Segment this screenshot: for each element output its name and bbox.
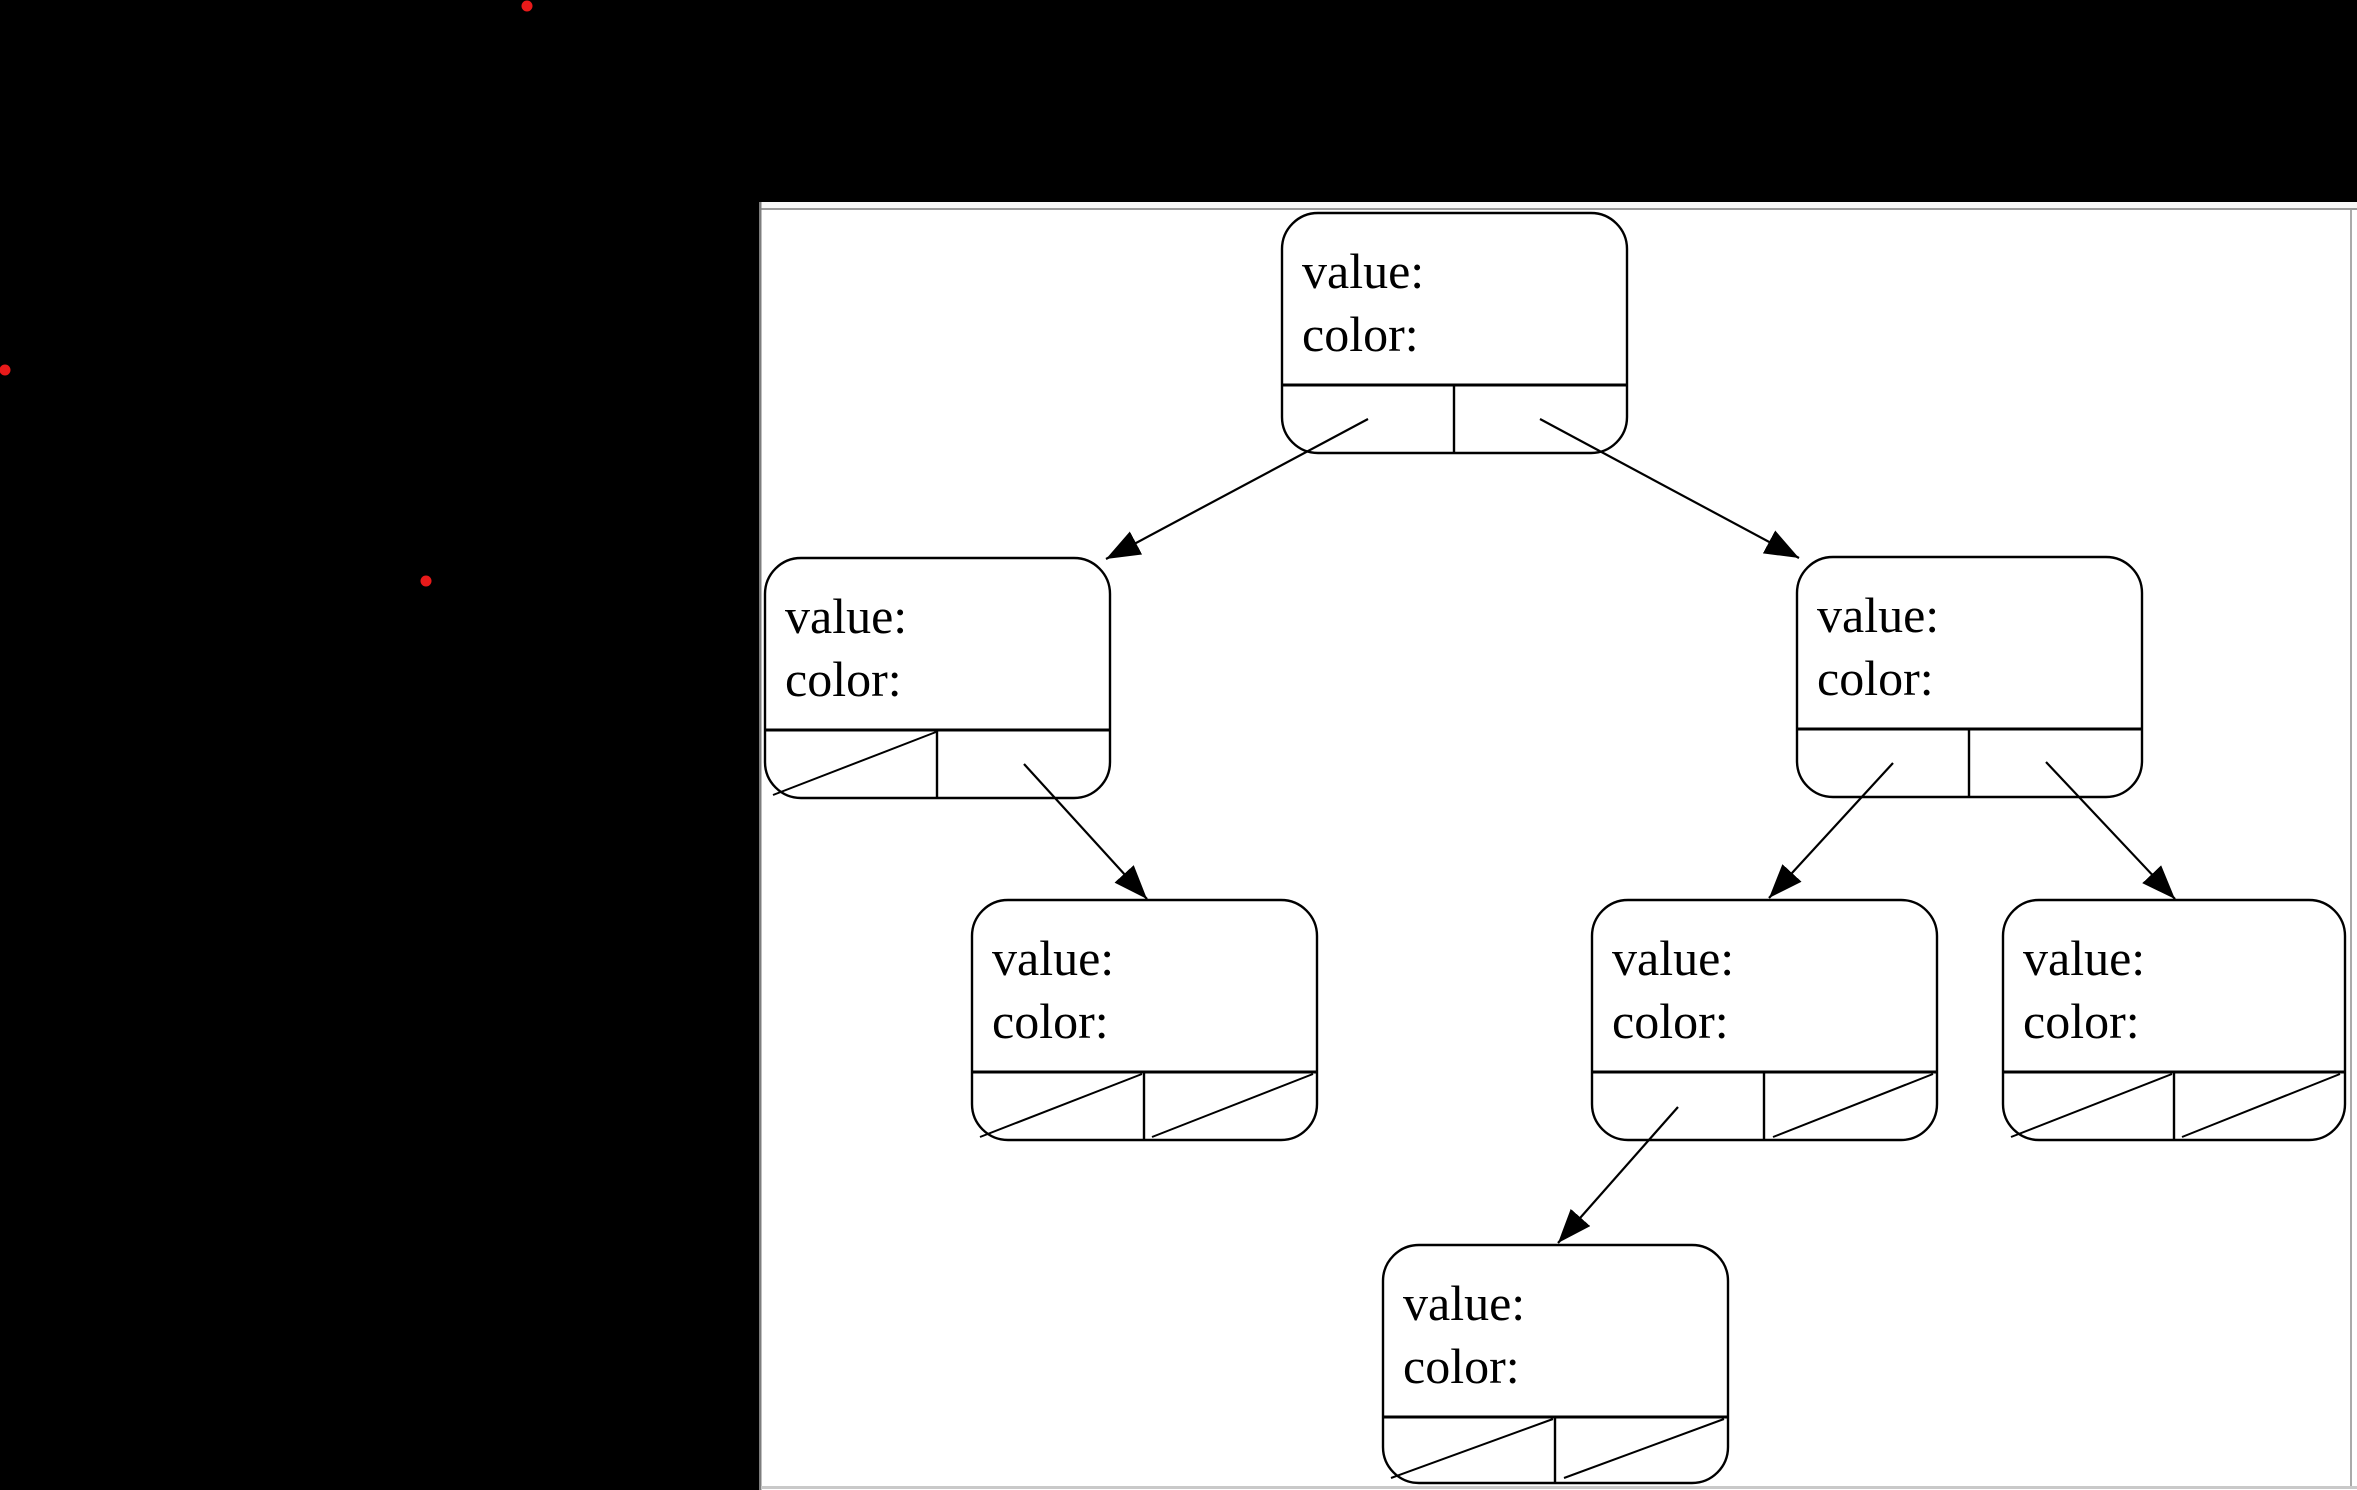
tree-node-middle-grandchild: value: color: [1590, 898, 1939, 1142]
edge-right-child-to-middle-grandchild [1768, 762, 1894, 899]
null-slash-left [1390, 1418, 1554, 1479]
node-value-label: value: [1302, 243, 1424, 299]
null-slash-left [772, 731, 937, 796]
tree-node-left-grandchild: value: color: [970, 898, 1319, 1142]
node-color-label: color: [1403, 1338, 1520, 1394]
edge-middle-grandchild-to-great-grandchild [1557, 1106, 1679, 1244]
node-value-label: value: [1817, 587, 1939, 643]
edge-left-child-to-left-grandchild [1023, 763, 1148, 900]
red-marker-dot-middle [420, 575, 432, 587]
panel-right-border [2350, 210, 2352, 1486]
tree-node-root: value: color: [1280, 211, 1629, 455]
null-slash-left [2010, 1073, 2173, 1138]
node-color-label: color: [2023, 993, 2140, 1049]
red-marker-dot-left [0, 364, 11, 376]
edge-right-child-to-right-grandchild [2045, 761, 2176, 900]
panel-bottom-border [761, 1486, 2357, 1489]
node-value-label: value: [2023, 930, 2145, 986]
tree-node-right-child: value: color: [1795, 555, 2144, 799]
tree-node-great-grandchild: value: color: [1381, 1243, 1730, 1485]
panel-top-border [761, 208, 2357, 210]
null-slash-right [1563, 1418, 1725, 1479]
edge-root-to-right-child [1539, 418, 1800, 559]
node-value-label: value: [992, 930, 1114, 986]
tree-edges [1023, 418, 2176, 1244]
edge-root-to-left-child [1105, 418, 1369, 560]
null-slash-right [2181, 1073, 2341, 1138]
node-color-label: color: [1817, 650, 1934, 706]
tree-node-right-grandchild: value: color: [2001, 898, 2347, 1142]
node-value-label: value: [1612, 930, 1734, 986]
node-color-label: color: [785, 651, 902, 707]
null-slash-right [1772, 1073, 1934, 1138]
node-value-label: value: [785, 588, 907, 644]
node-color-label: color: [1302, 306, 1419, 362]
panel-top-strip [761, 202, 2357, 208]
null-slash-left [979, 1073, 1143, 1138]
node-value-label: value: [1403, 1275, 1525, 1331]
null-slash-right [1151, 1073, 1314, 1138]
node-color-label: color: [992, 993, 1109, 1049]
tree-node-left-child: value: color: [763, 556, 1112, 800]
red-marker-dot-top [521, 0, 533, 12]
panel-left-border [759, 202, 762, 1490]
node-color-label: color: [1612, 993, 1729, 1049]
